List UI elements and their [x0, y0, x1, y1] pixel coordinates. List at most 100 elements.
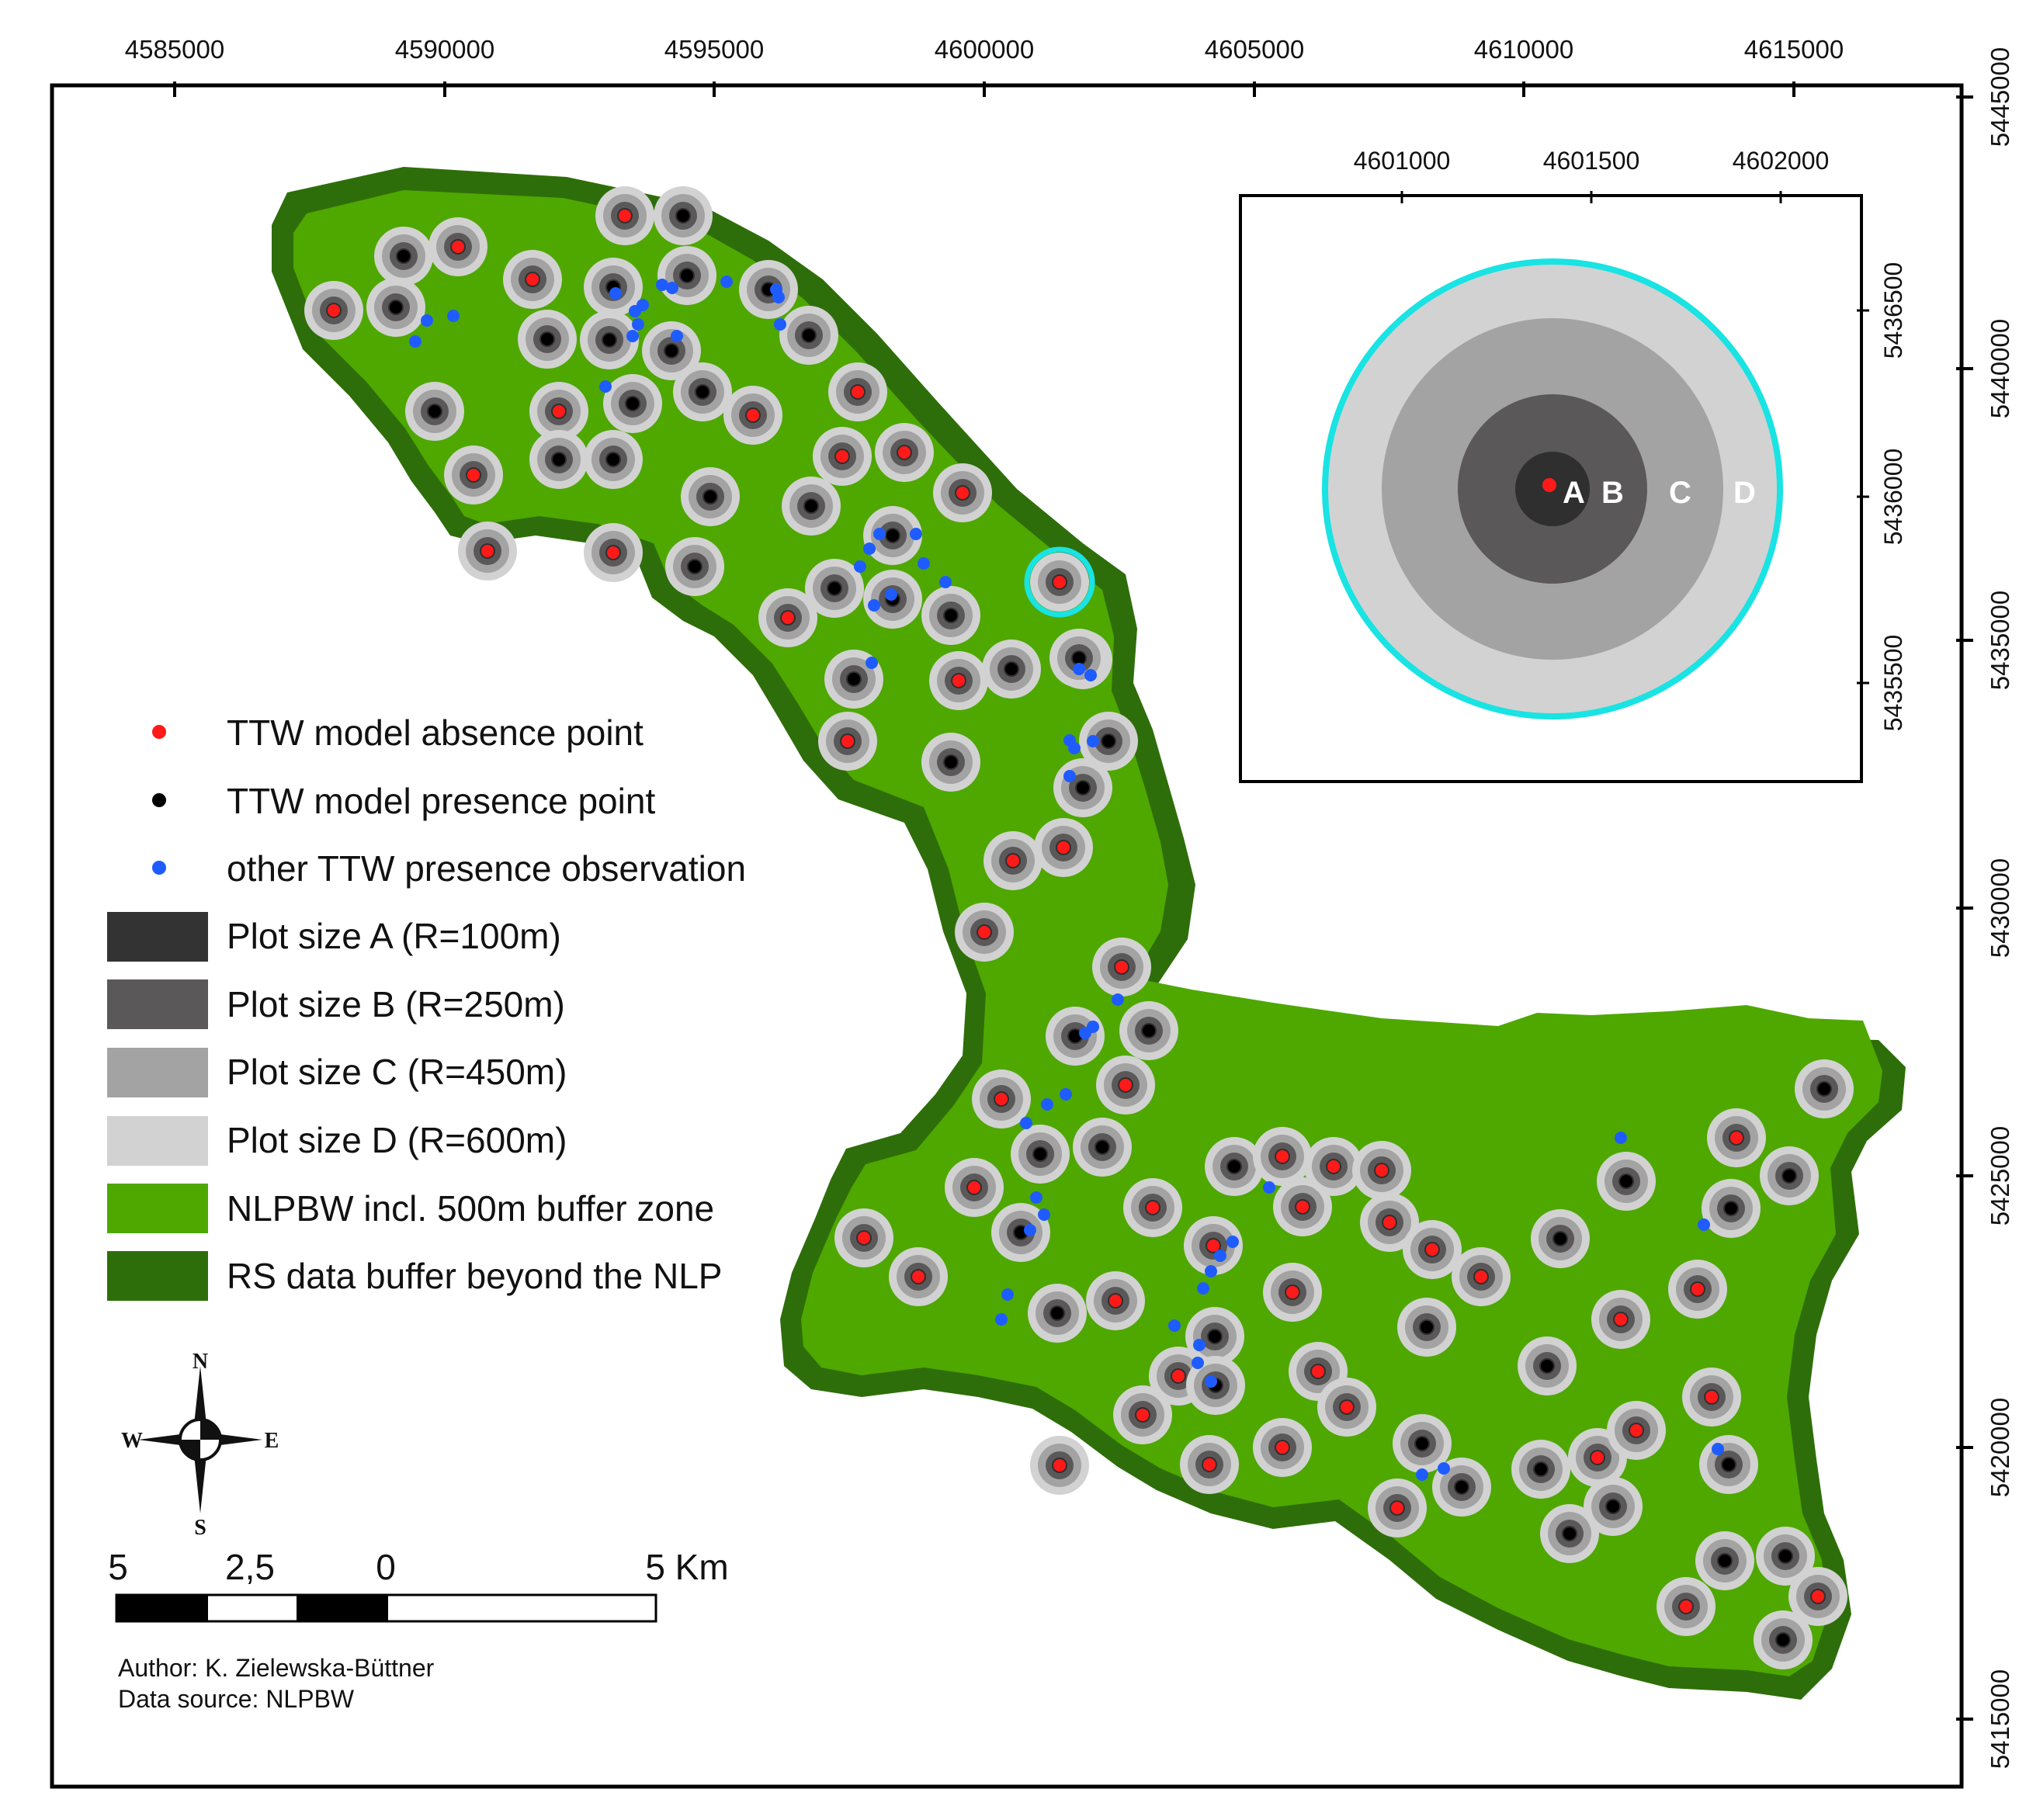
plot-absence: [444, 445, 503, 504]
observation-point: [409, 335, 422, 348]
plot-absence: [1263, 1263, 1322, 1322]
plot-presence: [665, 537, 724, 596]
legend-label: Plot size D (R=600m): [227, 1120, 567, 1160]
observation-point: [666, 282, 678, 294]
scale-label: 5: [108, 1547, 128, 1587]
plot-absence: [584, 523, 643, 582]
plot-presence: [1393, 1414, 1452, 1473]
right-tick-label: 5415000: [1986, 1669, 2014, 1769]
observation-point: [866, 657, 878, 669]
legend-label: Plot size B (R=250m): [227, 984, 565, 1024]
plot-absence: [933, 463, 992, 522]
plot-absence: [945, 1158, 1004, 1217]
observation-point: [671, 330, 683, 342]
inset-top-tick: 4601500: [1543, 147, 1640, 175]
observation-point: [1197, 1282, 1209, 1295]
observation-point: [1438, 1462, 1450, 1475]
top-tick-label: 4590000: [395, 35, 494, 64]
plot-presence: [779, 306, 838, 365]
top-tick-label: 4585000: [125, 35, 224, 64]
plot-presence: [1702, 1179, 1761, 1238]
plot-presence: [1531, 1209, 1590, 1268]
plot-presence: [1049, 629, 1108, 688]
plot-presence: [580, 310, 639, 369]
plot-absence: [889, 1247, 948, 1306]
inset-right-tick: 5435500: [1879, 635, 1907, 732]
plot-absence: [1682, 1368, 1741, 1427]
plot-absence: [1030, 1436, 1089, 1495]
observation-point: [1030, 1191, 1042, 1204]
observation-point: [995, 1313, 1008, 1326]
top-tick-label: 4605000: [1205, 35, 1304, 64]
plot-presence: [1518, 1336, 1577, 1395]
plot-absence: [875, 423, 934, 482]
observation-point: [873, 528, 886, 540]
plot-absence: [1034, 818, 1093, 877]
observation-point: [1263, 1181, 1275, 1194]
plot-presence: [982, 640, 1041, 699]
plot-presence: [1584, 1477, 1643, 1536]
plot-presence: [782, 477, 841, 536]
plot-presence: [1397, 1298, 1456, 1357]
legend-swatch-plot-a: [107, 912, 208, 962]
observation-point: [1084, 669, 1097, 681]
observation-point: [447, 310, 460, 322]
plot-presence: [1079, 712, 1138, 771]
plot-presence: [921, 586, 980, 645]
plot-absence: [1668, 1260, 1727, 1319]
compass-e: E: [265, 1429, 279, 1453]
legend-swatch-plot-d: [107, 1116, 208, 1166]
plot-presence: [1011, 1125, 1070, 1184]
legend-label: TTW model absence point: [227, 712, 644, 753]
top-tick-label: 4610000: [1474, 35, 1573, 64]
observation-point: [1073, 663, 1085, 675]
right-tick-label: 5445000: [1986, 47, 2014, 147]
top-tick-label: 4615000: [1744, 35, 1844, 64]
inset-top-tick: 4601000: [1354, 147, 1451, 175]
observation-point: [656, 279, 668, 291]
plot-presence: [1754, 1610, 1813, 1669]
observation-point: [1168, 1319, 1181, 1332]
plot-presence: [374, 227, 433, 286]
observations-layer: [409, 276, 1724, 1481]
inset-top-tick: 4602000: [1733, 147, 1830, 175]
plot-absence: [1452, 1247, 1511, 1306]
legend-swatch-absence: [152, 725, 166, 739]
plot-absence: [1184, 1216, 1243, 1275]
plot-presence: [642, 321, 701, 380]
observation-point: [910, 528, 922, 540]
observation-point: [1087, 735, 1099, 747]
observation-point: [918, 557, 930, 570]
plot-absence: [1707, 1108, 1766, 1167]
plot-presence: [1699, 1435, 1758, 1494]
top-tick-label: 4600000: [935, 35, 1034, 64]
plot-absence: [428, 217, 487, 276]
plot-presence: [405, 382, 464, 441]
plot-presence: [681, 467, 740, 526]
author-credit: Author: K. Zielewska-Büttner: [118, 1654, 435, 1682]
plot-presence: [1119, 1001, 1178, 1060]
inset-map: 4601000 4601500 4602000 5436500 5436000 …: [1239, 147, 1907, 783]
observation-point: [774, 318, 786, 331]
observation-point: [609, 287, 622, 300]
plot-absence: [1024, 546, 1095, 618]
observation-point: [1615, 1132, 1627, 1144]
observation-point: [1193, 1339, 1206, 1351]
plot-presence: [654, 186, 713, 245]
observation-point: [854, 560, 866, 573]
top-tick-label: 4595000: [664, 35, 764, 64]
plot-absence: [834, 1208, 893, 1267]
plot-absence: [1403, 1220, 1462, 1279]
plot-absence: [1113, 1385, 1172, 1444]
observation-point: [1112, 993, 1124, 1006]
legend-label: other TTW presence observation: [227, 848, 746, 889]
legend-swatch-plot-b: [107, 979, 208, 1029]
plot-presence: [603, 374, 662, 433]
plot-absence: [828, 362, 887, 421]
plot-absence: [723, 386, 782, 445]
right-axis: 5445000 5440000 5435000 5430000 5425000 …: [1956, 47, 2014, 1769]
inset-right-tick: 5436500: [1879, 262, 1907, 359]
plot-presence: [1756, 1527, 1815, 1586]
plot-presence: [1597, 1152, 1656, 1211]
